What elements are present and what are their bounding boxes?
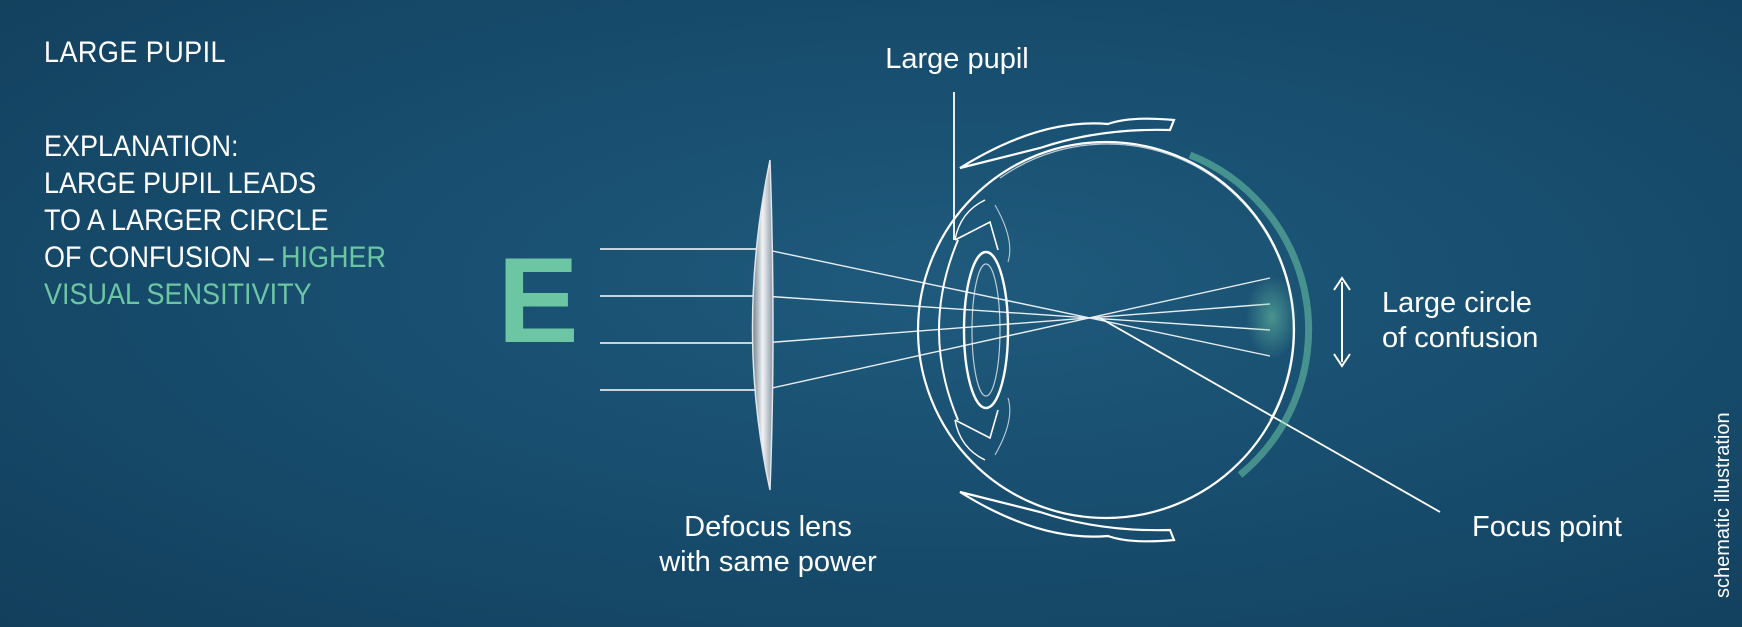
eye-globe <box>916 140 1296 520</box>
focus-point-leader <box>1099 317 1441 513</box>
letter-e: E <box>497 232 578 368</box>
retina-highlight <box>1188 151 1313 478</box>
label-defocus-lens: Defocus lens with same power <box>618 510 918 580</box>
label-focus-point: Focus point <box>1472 511 1622 543</box>
explanation-line-3: TO A LARGER CIRCLE <box>44 204 329 237</box>
explanation-highlight-2: VISUAL SENSITIVITY <box>44 278 312 311</box>
heading: LARGE PUPIL <box>44 36 227 69</box>
circle-of-confusion-arrow <box>1333 276 1351 368</box>
label-lens-line-1: Defocus lens <box>684 511 852 543</box>
explanation-text: EXPLANATION: LARGE PUPIL LEADS TO A LARG… <box>44 128 386 313</box>
label-circle-of-confusion: Large circle of confusion <box>1382 286 1538 356</box>
refracted-rays <box>762 248 1271 391</box>
defocus-lens <box>751 159 774 491</box>
explanation-line-4: OF CONFUSION – HIGHER <box>44 239 386 276</box>
label-circle-line-1: Large circle <box>1382 287 1532 319</box>
explanation-line-1: EXPLANATION: <box>44 130 239 163</box>
explanation-line-2: LARGE PUPIL LEADS <box>44 167 317 200</box>
explanation-highlight-1: HIGHER <box>281 241 387 274</box>
explanation-line-4-text: OF CONFUSION – <box>44 241 274 274</box>
incoming-rays <box>600 248 763 391</box>
blur-spot <box>1246 275 1298 359</box>
label-circle-line-2: of confusion <box>1382 322 1539 354</box>
eye <box>916 117 1296 543</box>
footnote-schematic: schematic illustration <box>1712 412 1734 598</box>
label-lens-line-2: with same power <box>659 546 877 578</box>
label-large-pupil: Large pupil <box>885 43 1029 75</box>
